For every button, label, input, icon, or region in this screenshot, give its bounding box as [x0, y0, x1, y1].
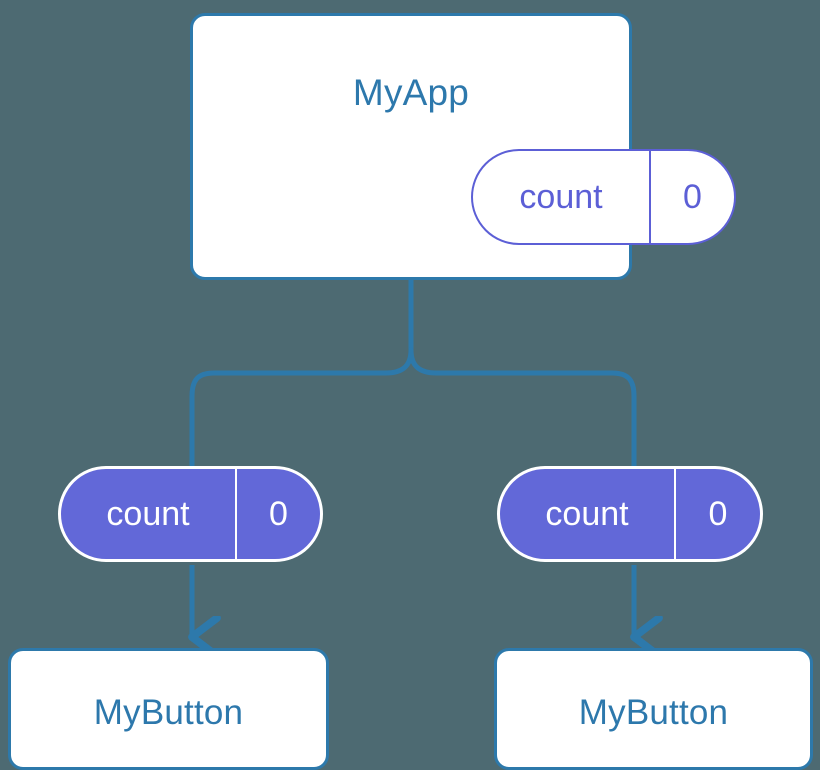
state-pill-count[interactable]: count 0 — [471, 149, 736, 245]
component-box-mybutton-right[interactable]: MyButton — [494, 648, 813, 770]
prop-pill-value-right: 0 — [708, 494, 728, 533]
component-box-myapp[interactable]: MyApp count 0 — [190, 13, 736, 280]
component-title-myapp: MyApp — [352, 72, 470, 113]
component-box-mybutton-left[interactable]: MyButton — [8, 648, 329, 770]
connector-branch-left — [189, 347, 414, 469]
component-title-mybutton-left: MyButton — [93, 693, 244, 732]
prop-pill-count-left[interactable]: count 0 — [58, 466, 323, 562]
connector-branch-right — [408, 347, 637, 469]
state-pill-value: 0 — [683, 177, 702, 216]
state-pill-key: count — [473, 151, 651, 243]
prop-pill-value-left: 0 — [269, 494, 288, 533]
prop-pill-key-left: count — [61, 469, 237, 559]
component-title-mybutton-right: MyButton — [578, 693, 729, 732]
prop-pill-key-right: count — [500, 469, 676, 559]
prop-pill-count-right[interactable]: count 0 — [497, 466, 763, 562]
